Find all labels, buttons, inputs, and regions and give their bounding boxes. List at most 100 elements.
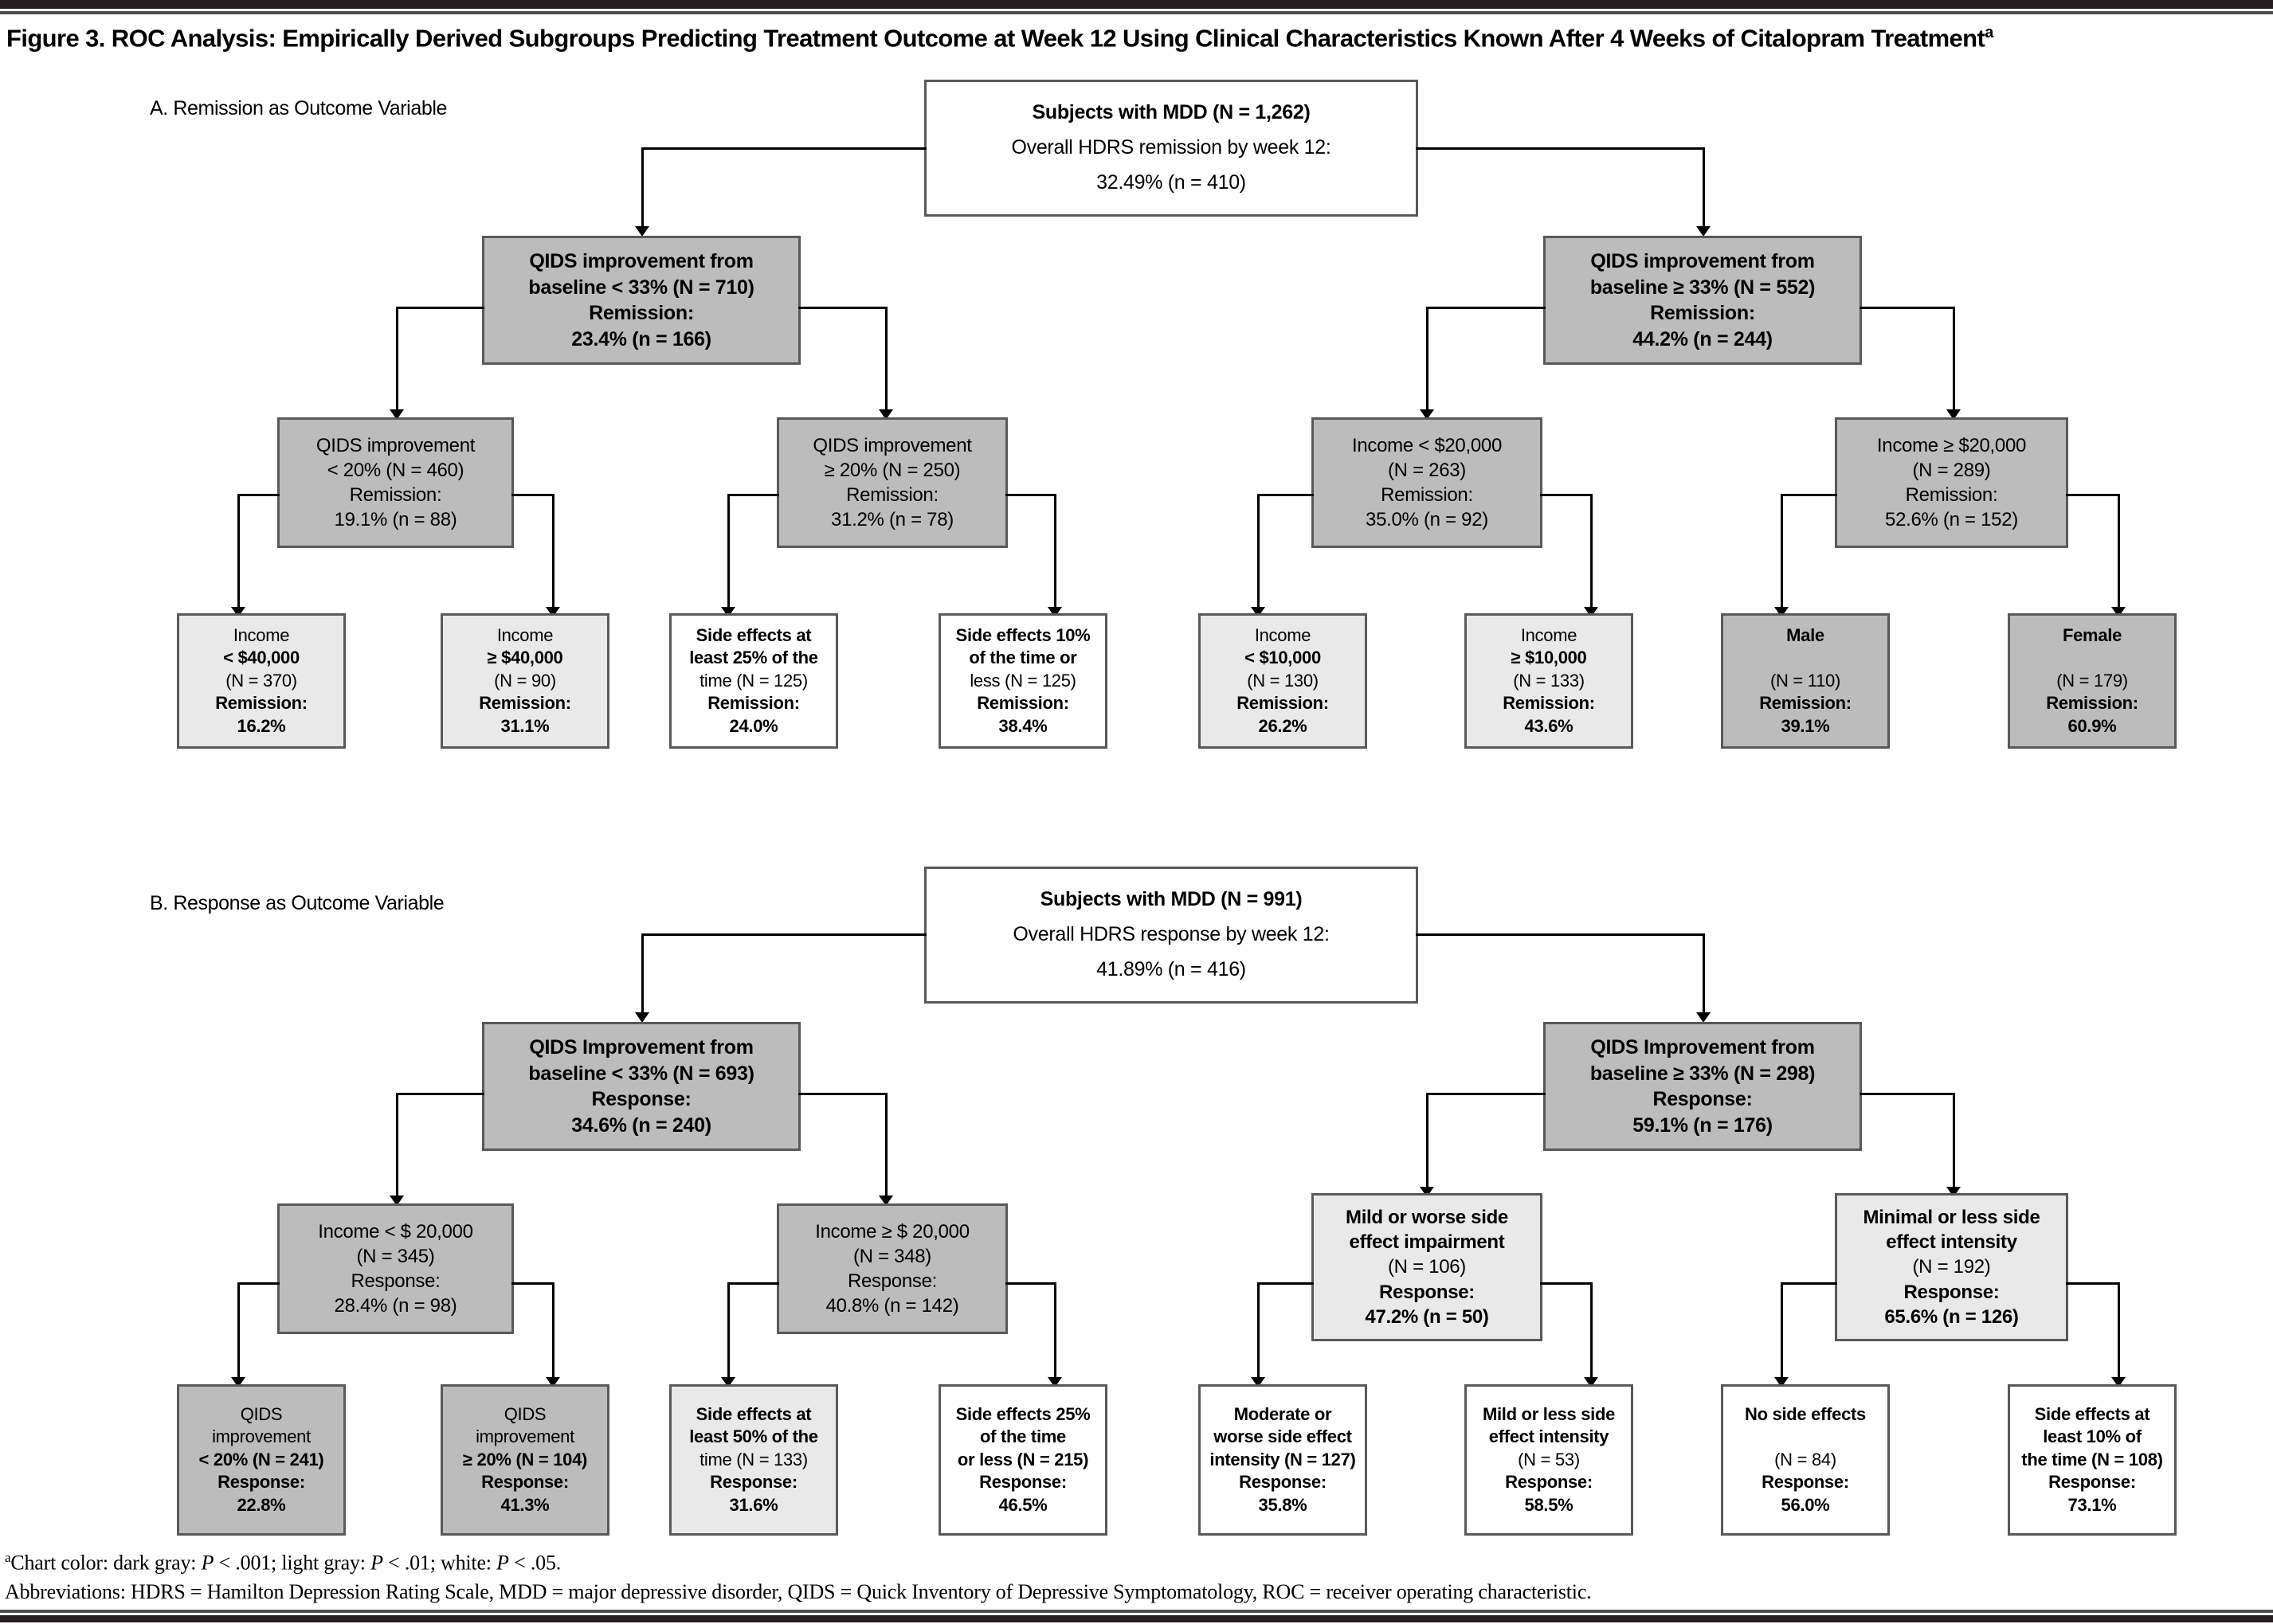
panelA-l3-1-line3: Remission:	[349, 484, 442, 506]
panelA-leaf-5-line2: < $10,000	[1244, 648, 1321, 668]
panelA-leaf-1-line5: 16.2%	[237, 715, 286, 736]
panelB-arrow-l2-left	[635, 1012, 649, 1023]
panelB-leaf-4-line3: or less (N = 215)	[957, 1449, 1089, 1469]
panelB-leaf-node-1: QIDS improvement < 20% (N = 241) Respons…	[177, 1384, 346, 1536]
panelA-leaf-8-line3: (N = 179)	[2056, 670, 2128, 691]
panelA-leaf-3-line4: Remission:	[707, 693, 800, 714]
panelA-leaf-2-line4: Remission:	[479, 693, 571, 714]
panelB-l2l-line3: Response:	[591, 1088, 692, 1110]
panelB-leaf-8-line2: least 10% of	[2043, 1426, 2142, 1447]
panelA-leaf-node-7: Male (N = 110) Remission: 39.1%	[1721, 613, 1890, 749]
panelB-leaf-4-line5: 46.5%	[998, 1494, 1048, 1515]
panelA-l3-4-line2: (N = 289)	[1912, 459, 1991, 481]
panelA-leaf-2-line2: ≥ $40,000	[487, 648, 563, 668]
panelB-leaf-2-line4: Response:	[481, 1472, 569, 1493]
panelA-conn-l3-2-rh	[1005, 494, 1056, 496]
panelA-l3-3-line4: 35.0% (n = 92)	[1366, 509, 1488, 531]
panelB-connector-root-left-h	[641, 933, 927, 936]
panelA-leaf-1-line1: Income	[233, 624, 290, 645]
panelB-leaf-7-line1: No side effects	[1745, 1403, 1866, 1424]
panelA-connector-root-right-v	[1703, 147, 1705, 231]
panelA-l2r-line2: baseline ≥ 33% (N = 552)	[1589, 276, 1816, 299]
panelA-l3-2-line4: 31.2% (n = 78)	[831, 509, 954, 531]
panelB-leaf-2-line5: 41.3%	[500, 1494, 550, 1515]
panelA-conn-l2l-v-left	[396, 307, 398, 414]
panelB-l3-2-line2: (N = 348)	[852, 1245, 931, 1267]
panelB-leaf-1-line5: 22.8%	[237, 1494, 286, 1515]
panelA-leaf-node-5: Income < $10,000 (N = 130) Remission: 26…	[1198, 613, 1367, 749]
panelA-l3-2-line3: Remission:	[846, 484, 939, 506]
panelB-l3-3-line1: Mild or worse side	[1346, 1207, 1508, 1229]
panelB-leaf-5-line1: Moderate or	[1233, 1403, 1332, 1424]
panelA-leaf-node-1: Income < $40,000 (N = 370) Remission: 16…	[177, 613, 346, 749]
panelA-arrow-l3-2	[879, 409, 893, 420]
figure-title: Figure 3. ROC Analysis: Empirically Deri…	[6, 18, 2269, 53]
panelA-conn-l3-2-rv	[1054, 494, 1056, 612]
panelB-leaf-7-line5: 56.0%	[1781, 1494, 1830, 1515]
panelA-root-line1: Subjects with MDD (N = 1,262)	[1032, 101, 1311, 124]
panelB-conn-l3-1-rv	[552, 1282, 555, 1382]
panelB-root-line2: Overall HDRS response by week 12:	[1013, 923, 1330, 946]
panelB-leaf-node-2: QIDS improvement ≥ 20% (N = 104) Respons…	[441, 1384, 609, 1536]
panelB-leaf-5-line3: intensity (N = 127)	[1209, 1449, 1356, 1469]
panelB-l3-2-line1: Income ≥ $ 20,000	[815, 1220, 970, 1242]
panelB-leaf-7-line2	[1728, 1426, 1883, 1449]
panelB-conn-l3-4-rv	[2118, 1282, 2120, 1382]
panelB-leaf-5-line5: 35.8%	[1258, 1494, 1307, 1515]
panelB-l3-4-line5: 65.6% (n = 126)	[1884, 1305, 2019, 1328]
panelA-conn-l3-4-lh	[1781, 494, 1837, 496]
panelA-leaf-1-line3: (N = 370)	[225, 670, 297, 691]
panelB-leaf-2-line1: QIDS	[504, 1403, 547, 1424]
panelA-leaf-node-6: Income ≥ $10,000 (N = 133) Remission: 43…	[1464, 613, 1633, 749]
panelA-leaf-8-line1: Female	[2062, 624, 2122, 645]
panelB-l3-3-line2: effect impairment	[1349, 1231, 1505, 1254]
panelB-l3-4-line1: Minimal or less side	[1863, 1207, 2040, 1229]
panelA-leaf-5-line1: Income	[1254, 624, 1311, 645]
panelB-leaf-6-line2: effect intensity	[1488, 1426, 1609, 1447]
panelA-leaf-4-line4: Remission:	[977, 693, 1069, 714]
panelA-leaf-6-line5: 43.6%	[1524, 715, 1573, 736]
footnote-v-1: < .001; light gray:	[214, 1551, 371, 1575]
panelB-leaf-4-line1: Side effects 25%	[955, 1403, 1091, 1424]
panelA-leaf-4-line3: less (N = 125)	[970, 670, 1076, 691]
panelA-leaf-node-2: Income ≥ $40,000 (N = 90) Remission: 31.…	[441, 613, 609, 749]
panelB-leaf-8-line5: 73.1%	[2067, 1494, 2117, 1515]
panelB-leaf-5-line4: Response:	[1239, 1472, 1327, 1493]
panelA-connector-root-left-v	[641, 147, 644, 231]
panelB-l2l-line4: 34.6% (n = 240)	[571, 1113, 711, 1137]
panelA-leaf-3-line5: 24.0%	[729, 715, 778, 736]
panelA-root-line3: 32.49% (n = 410)	[1096, 170, 1246, 194]
panelB-leaf-node-4: Side effects 25% of the time or less (N …	[939, 1384, 1107, 1536]
panelB-leaf-3-line3: time (N = 133)	[700, 1449, 808, 1469]
panelB-conn-l2r-out-right	[1860, 1093, 1955, 1095]
footnote-v-2: < .01; white:	[382, 1551, 497, 1575]
panelA-leaf-1-line4: Remission:	[215, 693, 308, 714]
panelB-conn-l3-4-lv	[1781, 1282, 1783, 1382]
panelB-root-line3: 41.89% (n = 416)	[1096, 957, 1246, 980]
panelB-l3-1-line1: Income < $ 20,000	[318, 1220, 473, 1242]
panelB-level3-node-3: Mild or worse side effect impairment (N …	[1311, 1193, 1542, 1341]
panelA-conn-l2r-out-left	[1426, 307, 1546, 309]
panelB-conn-l3-2-rh	[1005, 1282, 1056, 1285]
panelB-l3-2-line3: Response:	[847, 1270, 938, 1292]
panelA-l2r-line1: QIDS improvement from	[1590, 250, 1815, 272]
panelB-conn-l3-2-lh	[727, 1282, 779, 1285]
panelB-conn-l3-3-rv	[1590, 1282, 1593, 1382]
panelA-leaf-8-line4: Remission:	[2046, 693, 2138, 714]
panelA-conn-l3-1-lh	[237, 494, 280, 496]
panelB-l2r-line3: Response:	[1652, 1088, 1753, 1110]
panelB-conn-l3-4-lh	[1781, 1282, 1837, 1285]
panelA-connector-root-left-h	[641, 147, 927, 150]
panelA-leaf-7-line2	[1728, 647, 1883, 670]
panelA-leaf-5-line3: (N = 130)	[1247, 670, 1319, 691]
panelA-l3-3-line3: Remission:	[1381, 484, 1473, 506]
panelA-leaf-node-4: Side effects 10% of the time or less (N …	[939, 613, 1107, 749]
panelB-conn-l2r-v-left	[1426, 1093, 1428, 1192]
panelB-leaf-2-line3: ≥ 20% (N = 104)	[462, 1449, 588, 1469]
footnote-p-3: P	[496, 1551, 509, 1575]
panel-b-label: B. Response as Outcome Variable	[150, 892, 445, 914]
panelA-l3-3-line1: Income < $20,000	[1351, 434, 1502, 456]
panelA-conn-l3-3-rh	[1540, 494, 1593, 496]
panelB-l3-4-line2: effect intensity	[1886, 1231, 2017, 1254]
footer-rule-thick	[0, 1615, 2273, 1622]
